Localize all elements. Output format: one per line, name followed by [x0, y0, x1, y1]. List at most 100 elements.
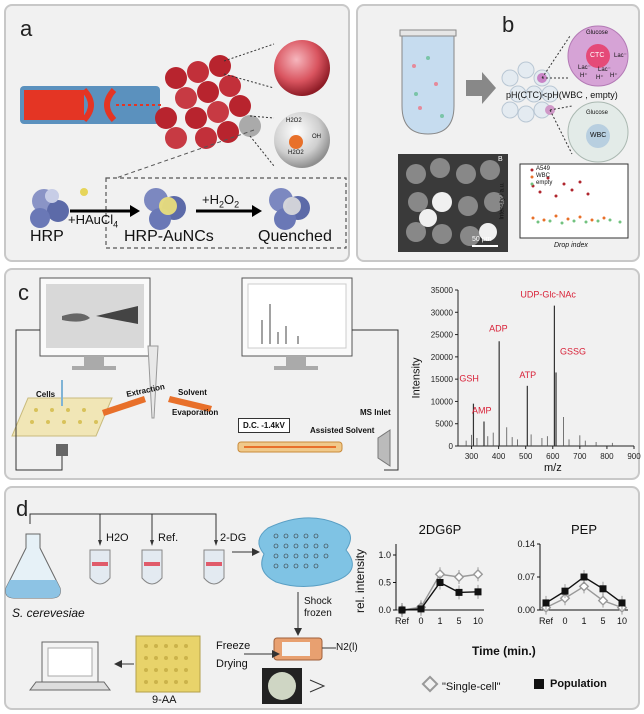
- ms-ylabel: Intensity: [410, 357, 423, 399]
- panel-b: b Glucose CTC Lac⁻ Lac⁻: [356, 4, 640, 262]
- chart-x-tick-label: Ref: [539, 616, 554, 626]
- ctc-label: CTC: [590, 52, 605, 59]
- lac-label-3: Lac⁻: [598, 67, 611, 73]
- microfluidic-drawing: [20, 40, 347, 249]
- cells-label: Cells: [36, 390, 56, 399]
- ms-x-tick-label: 400: [492, 452, 506, 461]
- ms-x-tick-label: 800: [600, 452, 614, 461]
- h-label-1: H⁺: [580, 73, 588, 79]
- panel-label-d: d: [16, 496, 29, 521]
- ms-xlabel: m/z: [544, 462, 562, 474]
- sample-splash: [258, 517, 353, 588]
- panel-a: a: [4, 4, 350, 262]
- h2o-label: H2O: [106, 532, 129, 544]
- legend-wbc: WBC: [536, 173, 550, 179]
- ms-y-tick-label: 20000: [431, 353, 454, 362]
- chart-y-tick-label: 0.0: [378, 605, 391, 615]
- ms-x-tick-label: 600: [546, 452, 560, 461]
- tube-icons: [89, 549, 225, 585]
- hrp-aunc-protein-icon: [144, 188, 186, 230]
- population-point: [561, 587, 569, 595]
- panel-label-a: a: [20, 16, 33, 41]
- ms-x-tick-label: 900: [627, 452, 641, 461]
- legend-single-cell-text: "Single-cell": [442, 681, 501, 693]
- d-chart-ylabel: rel. intensity: [353, 548, 368, 614]
- step2-o: O: [224, 192, 235, 207]
- h2o2-label-bottom: H2O2: [288, 150, 304, 156]
- micrograph-tag: B: [498, 156, 503, 163]
- chart-y-tick-label: 0.14: [517, 539, 535, 549]
- step1-sub: 4: [113, 219, 119, 230]
- chart-x-tick-label: 1: [581, 616, 586, 626]
- chart-x-tick-label: 0: [562, 616, 567, 626]
- ms-x-tick-label: 300: [465, 452, 479, 461]
- population-point: [417, 605, 425, 613]
- panel-label-b: b: [502, 12, 515, 37]
- workflow-drawing: [11, 277, 399, 471]
- single-cell-point: [597, 595, 609, 606]
- chart-x-tick-label: Ref: [395, 616, 410, 626]
- population-point: [436, 579, 444, 586]
- chart-x-tick-label: 10: [617, 616, 627, 626]
- ms-peak-label: AMP: [472, 405, 492, 415]
- population-point: [542, 599, 550, 607]
- frozen-label: frozen: [304, 608, 332, 619]
- ms-peak-label: ATP: [519, 370, 536, 380]
- dc-voltage-box: D.C. -1.4kV: [238, 418, 290, 433]
- chart-x-tick-label: 1: [437, 616, 442, 626]
- step1-text: +HAuCl: [68, 212, 114, 227]
- ms-y-tick-label: 30000: [431, 308, 454, 317]
- chart-y-tick-label: 0.5: [378, 578, 391, 588]
- chart-title: 2DG6P: [419, 522, 462, 537]
- lac-label-2: Lac⁻: [578, 65, 591, 71]
- ms-peak-label: ADP: [489, 323, 508, 333]
- panel-c: c Cells Extraction Solvent Evaporation: [4, 268, 641, 480]
- step1-label: +HAuCl4: [68, 212, 118, 230]
- h-label-3: H⁺: [610, 73, 618, 79]
- panel-d: d: [4, 486, 640, 710]
- legend-single-cell: "Single-cell": [421, 675, 501, 693]
- ms-x-tick-label: 700: [573, 452, 587, 461]
- single-cell-point: [472, 569, 484, 580]
- population-point: [618, 599, 626, 607]
- pink-droplet-sphere: [274, 40, 330, 96]
- ms-y-tick-label: 25000: [431, 331, 454, 340]
- droplet-array: [501, 61, 559, 123]
- single-cell-point: [578, 581, 590, 592]
- population-point: [580, 573, 588, 581]
- hrp-label: HRP: [30, 228, 64, 245]
- ms-inlet-label: MS Inlet: [360, 408, 391, 417]
- single-cell-point: [434, 569, 446, 580]
- d-chart-xlabel: Time (min.): [472, 644, 536, 658]
- scale-bar-label: 50 μm: [472, 236, 492, 243]
- drying-label: Drying: [216, 658, 248, 670]
- ms-y-tick-label: 5000: [435, 420, 453, 429]
- glucose-top-label: Glucose: [586, 30, 609, 36]
- chart-y-tick-label: 0.00: [517, 605, 535, 615]
- organism-label: S. cerevesiae: [12, 606, 85, 620]
- b-chart-xlabel: Drop index: [554, 242, 588, 249]
- oh-label: OH: [312, 134, 321, 140]
- legend-population-marker: [534, 679, 544, 690]
- ms-y-tick-label: 35000: [431, 286, 454, 295]
- ms-peak-label: GSH: [459, 374, 479, 384]
- population-point: [599, 585, 607, 593]
- single-cell-point: [559, 592, 571, 604]
- hrp-aunc-label: HRP-AuNCs: [124, 228, 214, 245]
- legend-empty: empty: [536, 180, 553, 186]
- ms-x-tick-label: 500: [519, 452, 533, 461]
- population-point: [398, 606, 406, 614]
- droplet-cluster: [155, 55, 261, 149]
- b-chart-ylabel: Intensity / a.u.: [499, 182, 506, 220]
- ms-peak-label: UDP-Glc-NAc: [520, 290, 576, 300]
- chart-x-tick-label: 5: [456, 616, 461, 626]
- lac-label-1: Lac⁻: [614, 53, 627, 59]
- ms-y-tick-label: 0: [449, 442, 454, 451]
- assisted-solvent-label: Assisted Solvent: [310, 426, 375, 435]
- droplet-tube-drawing: [398, 25, 629, 252]
- single-cell-point: [453, 571, 465, 583]
- ms-peak-label: GSSG: [560, 346, 586, 356]
- legend-population-text: Population: [550, 678, 607, 690]
